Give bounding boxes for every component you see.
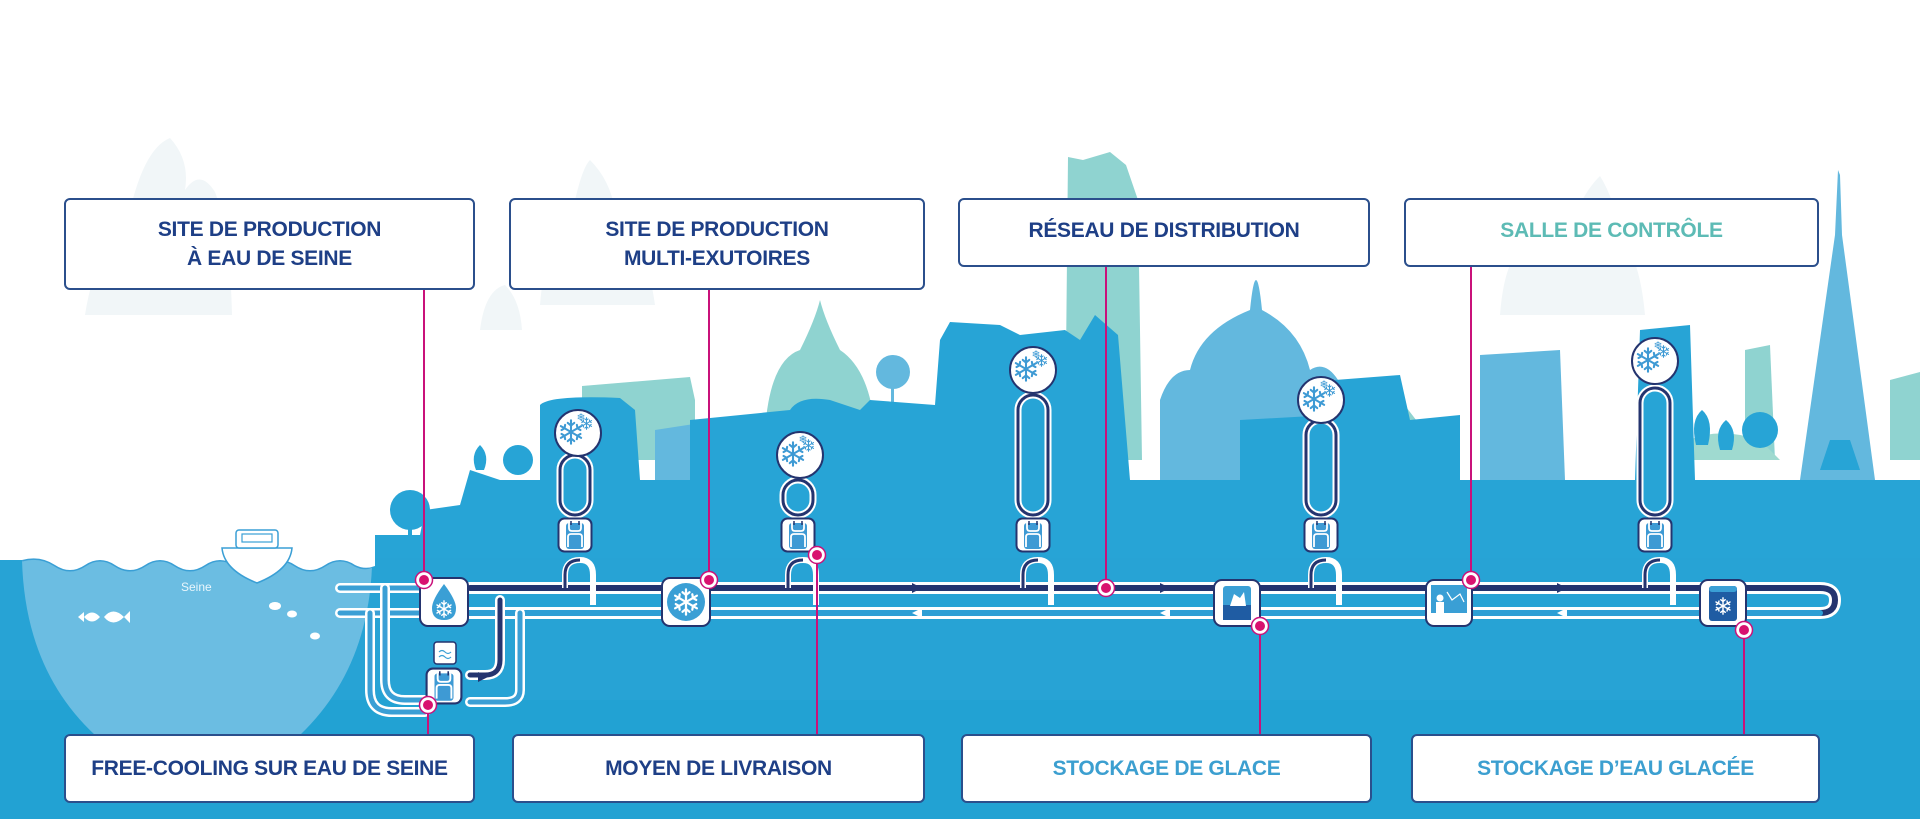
river-label: Seine: [181, 580, 212, 594]
building-snowflake-icon: [1632, 338, 1678, 384]
connector-pin: [414, 570, 434, 590]
connector-lines: [423, 267, 1745, 734]
heat-exchanger-icon: [1303, 517, 1339, 553]
water-drop-snowflake-icon: [419, 577, 469, 627]
snowflake-plant-icon: [661, 577, 711, 627]
connector-pin: [807, 545, 827, 565]
label-moyen-livraison[interactable]: MOYEN DE LIVRAISON: [512, 734, 925, 803]
label-free-cooling[interactable]: FREE-COOLING SUR EAU DE SEINE: [64, 734, 475, 803]
connector-pin: [1250, 616, 1270, 636]
heat-exchanger-icon: [557, 517, 593, 553]
fish-icons: [78, 602, 320, 640]
building-loops: [556, 384, 1676, 605]
label-reseau-distribution[interactable]: RÉSEAU DE DISTRIBUTION: [958, 198, 1370, 267]
label-stockage-glace[interactable]: STOCKAGE DE GLACE: [961, 734, 1372, 803]
chilled-water-storage-icon: [1699, 579, 1747, 627]
heat-exchanger-icon: [1637, 517, 1673, 553]
boat-icon: [221, 529, 293, 584]
building-snowflake-icon: [555, 410, 601, 456]
control-room-icon: [1425, 579, 1473, 627]
building-snowflake-icon: [1298, 377, 1344, 423]
flow-arrows: [478, 583, 1567, 682]
connector-pin: [699, 570, 719, 590]
label-stockage-eau-glacee[interactable]: STOCKAGE D’EAU GLACÉE: [1411, 734, 1820, 803]
connector-pin: [418, 695, 438, 715]
label-site-production-multi-exutoires[interactable]: SITE DE PRODUCTION MULTI-EXUTOIRES: [509, 198, 925, 290]
connector-pin: [1734, 620, 1754, 640]
heat-exchanger-icon: [1015, 517, 1051, 553]
label-salle-controle[interactable]: SALLE DE CONTRÔLE: [1404, 198, 1819, 267]
connector-pin: [1461, 570, 1481, 590]
building-snowflake-icon: [1010, 347, 1056, 393]
label-site-production-eau-seine[interactable]: SITE DE PRODUCTION À EAU DE SEINE: [64, 198, 475, 290]
river-intake-icon: [433, 641, 457, 665]
front-skyline: [375, 315, 1920, 560]
connector-pin: [1096, 578, 1116, 598]
ice-storage-icon: [1213, 579, 1261, 627]
heat-exchanger-icon: [780, 517, 816, 553]
building-snowflake-icon: [777, 432, 823, 478]
